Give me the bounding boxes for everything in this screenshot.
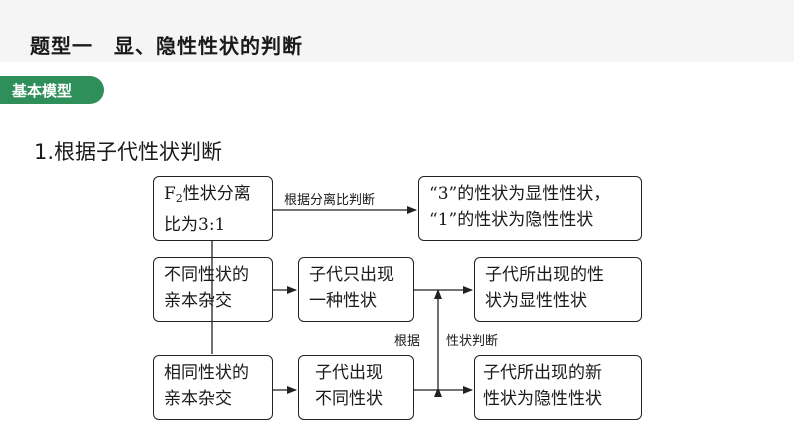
result3-line1: 子代所出现的新: [483, 363, 602, 383]
diff-trait-line2: 不同性状: [315, 389, 383, 409]
one-trait-line1: 子代只出现: [309, 265, 394, 285]
box-result-ratio: “3”的性状为显性性状， “1”的性状为隐性性状: [418, 176, 642, 241]
box-result-dominant: 子代所出现的性 状为显性性状: [474, 257, 642, 322]
box-different-traits: 子代出现 不同性状: [298, 355, 414, 420]
diff-trait-line1: 子代出现: [315, 363, 383, 383]
box-result-recessive: 子代所出现的新 性状为隐性性状: [474, 355, 642, 420]
page-title: 题型一 显、隐性性状的判断: [30, 34, 303, 58]
label-ratio-judge: 根据分离比判断: [284, 189, 376, 208]
cross-diff-line1: 不同性状的: [164, 265, 249, 285]
box-f2-ratio: F2性状分离 比为3:1: [153, 176, 273, 241]
header-bar: [0, 0, 794, 62]
badge-label: 基本模型: [12, 82, 73, 100]
result2-line2: 状为显性性状: [485, 291, 587, 311]
result2-line1: 子代所出现的性: [485, 265, 604, 285]
label-judge-a: 根据: [394, 330, 421, 349]
f2-prefix: F: [164, 184, 176, 204]
result1-line2: “1”的性状为隐性性状: [429, 210, 594, 230]
one-trait-line2: 一种性状: [309, 291, 377, 311]
f2-line2: 比为3:1: [164, 215, 226, 235]
result3-line2: 性状为隐性性状: [483, 389, 602, 409]
box-cross-same: 相同性状的 亲本杂交: [153, 355, 273, 420]
f2-line1-rest: 性状分离: [182, 184, 251, 204]
box-cross-different: 不同性状的 亲本杂交: [153, 257, 273, 322]
cross-same-line1: 相同性状的: [164, 363, 249, 383]
result1-line1: “3”的性状为显性性状，: [429, 184, 611, 204]
model-badge: 基本模型: [0, 76, 104, 104]
label-judge-b: 性状判断: [446, 330, 499, 349]
f2-subscript: 2: [175, 192, 183, 205]
cross-same-line2: 亲本杂交: [164, 389, 232, 409]
cross-diff-line2: 亲本杂交: [164, 291, 232, 311]
box-one-trait: 子代只出现 一种性状: [298, 257, 414, 322]
section-heading: 1.根据子代性状判断: [34, 140, 223, 164]
